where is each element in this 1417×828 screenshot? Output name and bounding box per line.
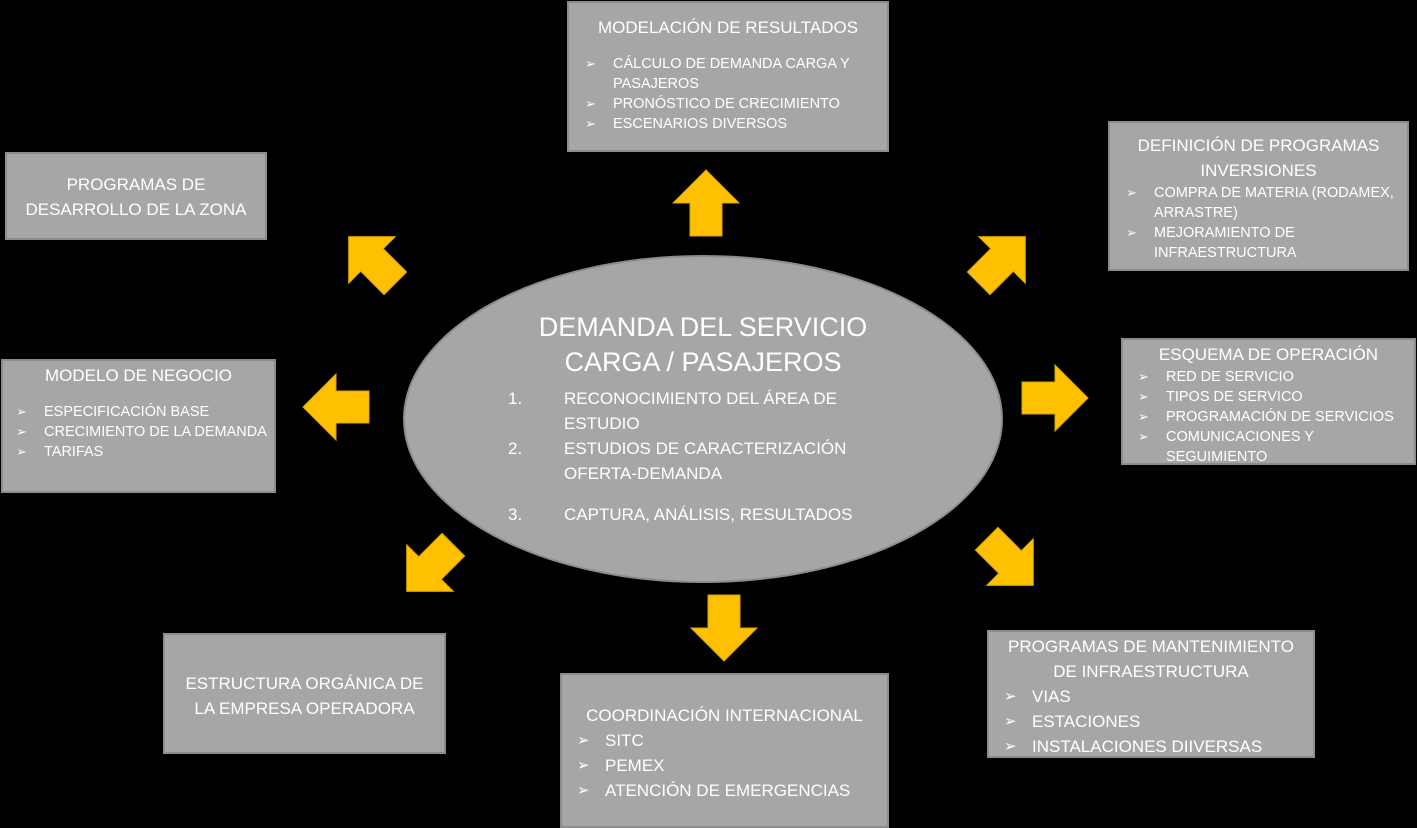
arrow-bullet-icon: ➢ (1138, 389, 1149, 404)
list-item: ➢PRONÓSTICO DE CRECIMIENTO (585, 96, 840, 112)
arrow-bullet-icon: ➢ (577, 732, 590, 749)
center-item-number: 1. (508, 389, 523, 408)
box-coordinacion: COORDINACIÓN INTERNACIONAL ➢SITC ➢PEMEX … (560, 673, 889, 828)
box-modelo-negocio: MODELO DE NEGOCIO ➢ESPECIFICACIÓN BASE ➢… (1, 359, 276, 493)
box-definicion: DEFINICIÓN DE PROGRAMAS INVERSIONES ➢COM… (1108, 121, 1409, 271)
center-item-number: 3. (508, 505, 523, 524)
center-item-text: CAPTURA, ANÁLISIS, RESULTADOS (564, 505, 853, 524)
bullet-list: ➢VIAS ➢ESTACIONES ➢INSTALACIONES DIIVERS… (1004, 684, 1302, 759)
list-item: ➢CÁLCULO DE DEMANDA CARGA Y PASAJEROS (585, 56, 850, 92)
arrow-up-right-icon (966, 236, 1026, 296)
list-item: ➢ESCENARIOS DIVERSOS (585, 116, 788, 132)
box-estructura: ESTRUCTURA ORGÁNICA DE LA EMPRESA OPERAD… (163, 633, 446, 754)
arrow-bullet-icon: ➢ (1004, 688, 1017, 705)
list-item: ➢VIAS (1004, 684, 1302, 709)
arrow-down-right-icon (974, 526, 1034, 586)
box-title: PROGRAMAS DE DESARROLLO DE LA ZONA (25, 175, 247, 219)
list-item: ➢COMPRA DE MATERIA (RODAMEX, ARRASTRE) (1126, 185, 1394, 221)
arrow-bullet-icon: ➢ (1004, 713, 1017, 730)
list-item: ➢ATENCIÓN DE EMERGENCIAS (577, 778, 875, 803)
list-item: ➢ESTACIONES (1004, 709, 1302, 734)
arrow-bullet-icon: ➢ (585, 56, 596, 71)
arrow-bullet-icon: ➢ (1138, 409, 1149, 424)
center-item-1: 1. RECONOCIMIENTO DEL ÁREA DE ESTUDIO (508, 386, 868, 436)
list-item: ➢MEJORAMIENTO DE INFRAESTRUCTURA (1126, 225, 1297, 261)
arrow-down-left-icon (406, 532, 466, 592)
box-programas-desarrollo: PROGRAMAS DE DESARROLLO DE LA ZONA (5, 152, 267, 240)
box-title: COORDINACIÓN INTERNACIONAL (586, 706, 863, 725)
arrow-bullet-icon: ➢ (1138, 429, 1149, 444)
box-title: DEFINICIÓN DE PROGRAMAS INVERSIONES (1137, 136, 1380, 180)
list-item: ➢INSTALACIONES DIIVERSAS (1004, 734, 1302, 759)
arrow-bullet-icon: ➢ (585, 96, 596, 111)
list-item: ➢RED DE SERVICIO (1138, 369, 1294, 385)
arrow-bullet-icon: ➢ (1138, 369, 1149, 384)
list-item: ➢ESPECIFICACIÓN BASE (16, 404, 210, 420)
center-item-2: 2. ESTUDIOS DE CARACTERIZACIÓN OFERTA-DE… (508, 436, 868, 486)
bullet-list: ➢RED DE SERVICIO ➢TIPOS DE SERVICO ➢PROG… (1138, 367, 1411, 467)
center-title-line2: CARGA / PASAJEROS (564, 347, 842, 377)
arrow-bullet-icon: ➢ (577, 757, 590, 774)
bullet-list: ➢CÁLCULO DE DEMANDA CARGA Y PASAJEROS ➢P… (585, 54, 863, 134)
list-item: ➢PROGRAMACIÓN DE SERVICIOS (1138, 409, 1394, 425)
bullet-list: ➢COMPRA DE MATERIA (RODAMEX, ARRASTRE) ➢… (1126, 183, 1399, 263)
arrow-up-left-icon (348, 236, 408, 296)
arrow-bullet-icon: ➢ (1004, 738, 1017, 755)
center-item-number: 2. (508, 439, 523, 458)
list-item: ➢SITC (577, 728, 875, 753)
box-title: PROGRAMAS DE MANTENIMIENTO DE INFRAESTRU… (1008, 637, 1294, 681)
arrow-bullet-icon: ➢ (16, 404, 27, 419)
list-item: ➢CRECIMIENTO DE LA DEMANDA (16, 424, 267, 440)
box-title: ESTRUCTURA ORGÁNICA DE LA EMPRESA OPERAD… (185, 674, 424, 718)
center-title-line1: DEMANDA DEL SERVICIO (538, 312, 868, 342)
center-item-3: 3. CAPTURA, ANÁLISIS, RESULTADOS (508, 502, 868, 527)
list-item: ➢PEMEX (577, 753, 875, 778)
arrow-bullet-icon: ➢ (1126, 225, 1137, 240)
box-esquema: ESQUEMA DE OPERACIÓN ➢RED DE SERVICIO ➢T… (1121, 338, 1416, 465)
center-title: DEMANDA DEL SERVICIO CARGA / PASAJEROS (403, 310, 1003, 380)
arrow-down-icon (689, 594, 759, 662)
list-item: ➢COMUNICACIONES Y SEGUIMIENTO (1138, 429, 1314, 465)
box-mantenimiento: PROGRAMAS DE MANTENIMIENTO DE INFRAESTRU… (987, 630, 1315, 758)
bullet-list: ➢ESPECIFICACIÓN BASE ➢CRECIMIENTO DE LA … (16, 402, 274, 462)
arrow-left-icon (302, 372, 370, 442)
arrow-bullet-icon: ➢ (1126, 185, 1137, 200)
arrow-bullet-icon: ➢ (16, 444, 27, 459)
arrow-bullet-icon: ➢ (585, 116, 596, 131)
arrow-bullet-icon: ➢ (16, 424, 27, 439)
bullet-list: ➢SITC ➢PEMEX ➢ATENCIÓN DE EMERGENCIAS (577, 728, 875, 803)
list-item: ➢TARIFAS (16, 444, 104, 460)
center-ellipse (403, 255, 1003, 583)
center-item-text: ESTUDIOS DE CARACTERIZACIÓN OFERTA-DEMAN… (564, 439, 847, 483)
arrow-up-icon (671, 169, 741, 237)
arrow-bullet-icon: ➢ (577, 782, 590, 799)
arrow-right-icon (1021, 363, 1089, 433)
box-title: MODELO DE NEGOCIO (44, 366, 233, 385)
box-modelacion: MODELACIÓN DE RESULTADOS ➢CÁLCULO DE DEM… (567, 1, 889, 152)
center-item-text: RECONOCIMIENTO DEL ÁREA DE ESTUDIO (564, 389, 837, 433)
list-item: ➢TIPOS DE SERVICO (1138, 389, 1303, 405)
box-title: ESQUEMA DE OPERACIÓN (1158, 345, 1379, 364)
box-title: MODELACIÓN DE RESULTADOS (597, 18, 859, 37)
